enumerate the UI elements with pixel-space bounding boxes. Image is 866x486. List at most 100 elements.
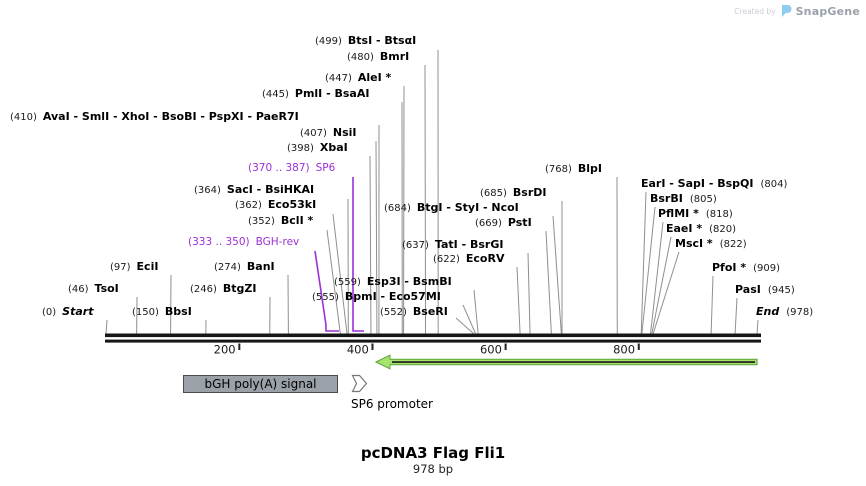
enzyme-site-label: PasI (945) — [735, 283, 795, 297]
site-leader-line — [462, 304, 476, 334]
enzyme-position: (362) — [235, 200, 262, 211]
enzyme-name: BpmI - Eco57MI — [344, 290, 441, 303]
enzyme-site-label: (622)EcoRV — [433, 252, 504, 266]
enzyme-name: TsoI — [94, 282, 119, 295]
site-leader-line — [516, 266, 521, 334]
enzyme-position: (447) — [325, 73, 352, 84]
enzyme-site-label: (499)BtsI - BtsαI — [315, 34, 416, 48]
site-leader-line — [652, 251, 680, 334]
enzyme-name: BtgZI — [222, 282, 257, 295]
enzyme-name: EciI — [136, 260, 159, 273]
enzyme-site-label: (684)BtgI - StyI - NcoI — [384, 201, 519, 215]
site-leader-line — [552, 215, 562, 334]
enzyme-position: (445) — [262, 89, 289, 100]
site-leader-line — [375, 140, 378, 334]
enzyme-position: (559) — [334, 277, 361, 288]
primer-range: (370 .. 387) — [248, 162, 310, 174]
primer-range: (333 .. 350) — [188, 236, 250, 248]
enzyme-name: BtgI - StyI - NcoI — [416, 201, 519, 214]
enzyme-site-label: EaeI * (820) — [666, 222, 736, 236]
enzyme-name: MscI * — [675, 237, 713, 250]
enzyme-name: TatI - BsrGI — [434, 238, 504, 251]
site-leader-line — [369, 155, 372, 334]
enzyme-name: EaeI * — [666, 222, 703, 235]
enzyme-site-label: (447) AleI * — [325, 71, 391, 85]
sequence-line — [105, 339, 761, 343]
enzyme-name: NsiI — [332, 126, 357, 139]
bgh-polya-signal-feature: bGH poly(A) signal — [183, 375, 338, 393]
enzyme-site-label: (46)TsoI — [68, 282, 119, 296]
enzyme-position: (499) — [315, 36, 342, 47]
enzyme-site-label: BsrBI(805) — [650, 192, 717, 206]
enzyme-position: (669) — [475, 218, 502, 229]
enzyme-position: (945) — [767, 285, 795, 296]
enzyme-position: (274) — [214, 262, 241, 273]
enzyme-site-label: End(978) — [756, 305, 813, 319]
enzyme-site-label: (480)BmrI — [347, 50, 409, 64]
enzyme-site-label: (669)PstI — [475, 216, 532, 230]
enzyme-site-label: MscI * (822) — [675, 237, 747, 251]
enzyme-name: PmlI - BsaAI — [294, 87, 370, 100]
site-leader-line — [455, 317, 474, 334]
site-leader-line — [424, 64, 427, 334]
enzyme-name: AvaI - SmlI - XhoI - BsoBI - PspXI - Pae… — [42, 110, 299, 123]
site-leader-line — [650, 221, 664, 334]
enzyme-site-label: (410)AvaI - SmlI - XhoI - BsoBI - PspXI … — [10, 110, 299, 124]
enzyme-position: (818) — [705, 209, 733, 220]
enzyme-position: (0) — [42, 307, 57, 318]
enzyme-position: (978) — [786, 307, 814, 318]
primer-leader-line — [352, 177, 364, 332]
enzyme-name: BmrI — [379, 50, 410, 63]
bgh-polya-signal-label: bGH poly(A) signal — [204, 377, 317, 391]
ruler-tick — [637, 343, 640, 350]
enzyme-name: BseRI — [412, 305, 448, 318]
enzyme-site-label: (364)SacI - BsiHKAI — [194, 183, 314, 197]
watermark-brand: SnapGene — [795, 4, 860, 18]
ruler-tick — [238, 343, 241, 350]
enzyme-name: Start — [62, 305, 94, 318]
title-block: pcDNA3 Flag Fli1 978 bp — [283, 444, 583, 477]
enzyme-site-label: (555)BpmI - Eco57MI — [312, 290, 441, 304]
site-leader-line — [734, 297, 738, 334]
enzyme-site-label: (445) PmlI - BsaAI — [262, 87, 369, 101]
ruler-tick — [371, 343, 374, 350]
enzyme-name: BanI — [246, 260, 275, 273]
plasmid-title: pcDNA3 Flag Fli1 — [360, 444, 506, 462]
enzyme-name: PasI — [735, 283, 761, 296]
sequence-line — [105, 333, 761, 338]
enzyme-name: Eco53kI — [267, 198, 317, 211]
enzyme-position: (246) — [190, 284, 217, 295]
enzyme-site-label: (407)NsiI — [300, 126, 357, 140]
enzyme-site-label: EarI - SapI - BspQI(804) — [641, 177, 787, 191]
enzyme-name: BlpI — [577, 162, 603, 175]
site-leader-line — [332, 213, 348, 334]
sp6-promoter-icon — [351, 374, 368, 393]
enzyme-position: (364) — [194, 185, 221, 196]
enzyme-position: (820) — [709, 224, 736, 235]
enzyme-position: (685) — [480, 188, 507, 199]
reverse-orf-arrow-core — [391, 361, 756, 363]
site-leader-line — [326, 229, 341, 334]
enzyme-name: BbsI — [164, 305, 192, 318]
enzyme-position: (822) — [719, 239, 747, 250]
ruler-number: 800 — [613, 343, 635, 357]
primer-name: BGH-rev — [255, 236, 300, 248]
site-leader-line — [640, 191, 647, 334]
watermark: Created by SnapGene — [734, 4, 860, 18]
primer-leader-line — [314, 250, 339, 332]
enzyme-position: (150) — [132, 307, 159, 318]
enzyme-name: AleI * — [357, 71, 392, 84]
enzyme-position: (768) — [545, 164, 572, 175]
site-leader-line — [527, 252, 531, 334]
ruler-number: 200 — [214, 343, 236, 357]
enzyme-site-label: PflMI *(818) — [658, 207, 733, 221]
enzyme-site-label: (97)EciI — [110, 260, 158, 274]
enzyme-site-label: PfoI *(909) — [712, 261, 780, 275]
ruler-number: 600 — [480, 343, 502, 357]
site-leader-line — [105, 319, 108, 334]
enzyme-name: XbaI — [319, 141, 348, 154]
site-leader-line — [756, 319, 759, 334]
site-leader-line — [710, 275, 714, 334]
site-leader-line — [545, 230, 552, 334]
